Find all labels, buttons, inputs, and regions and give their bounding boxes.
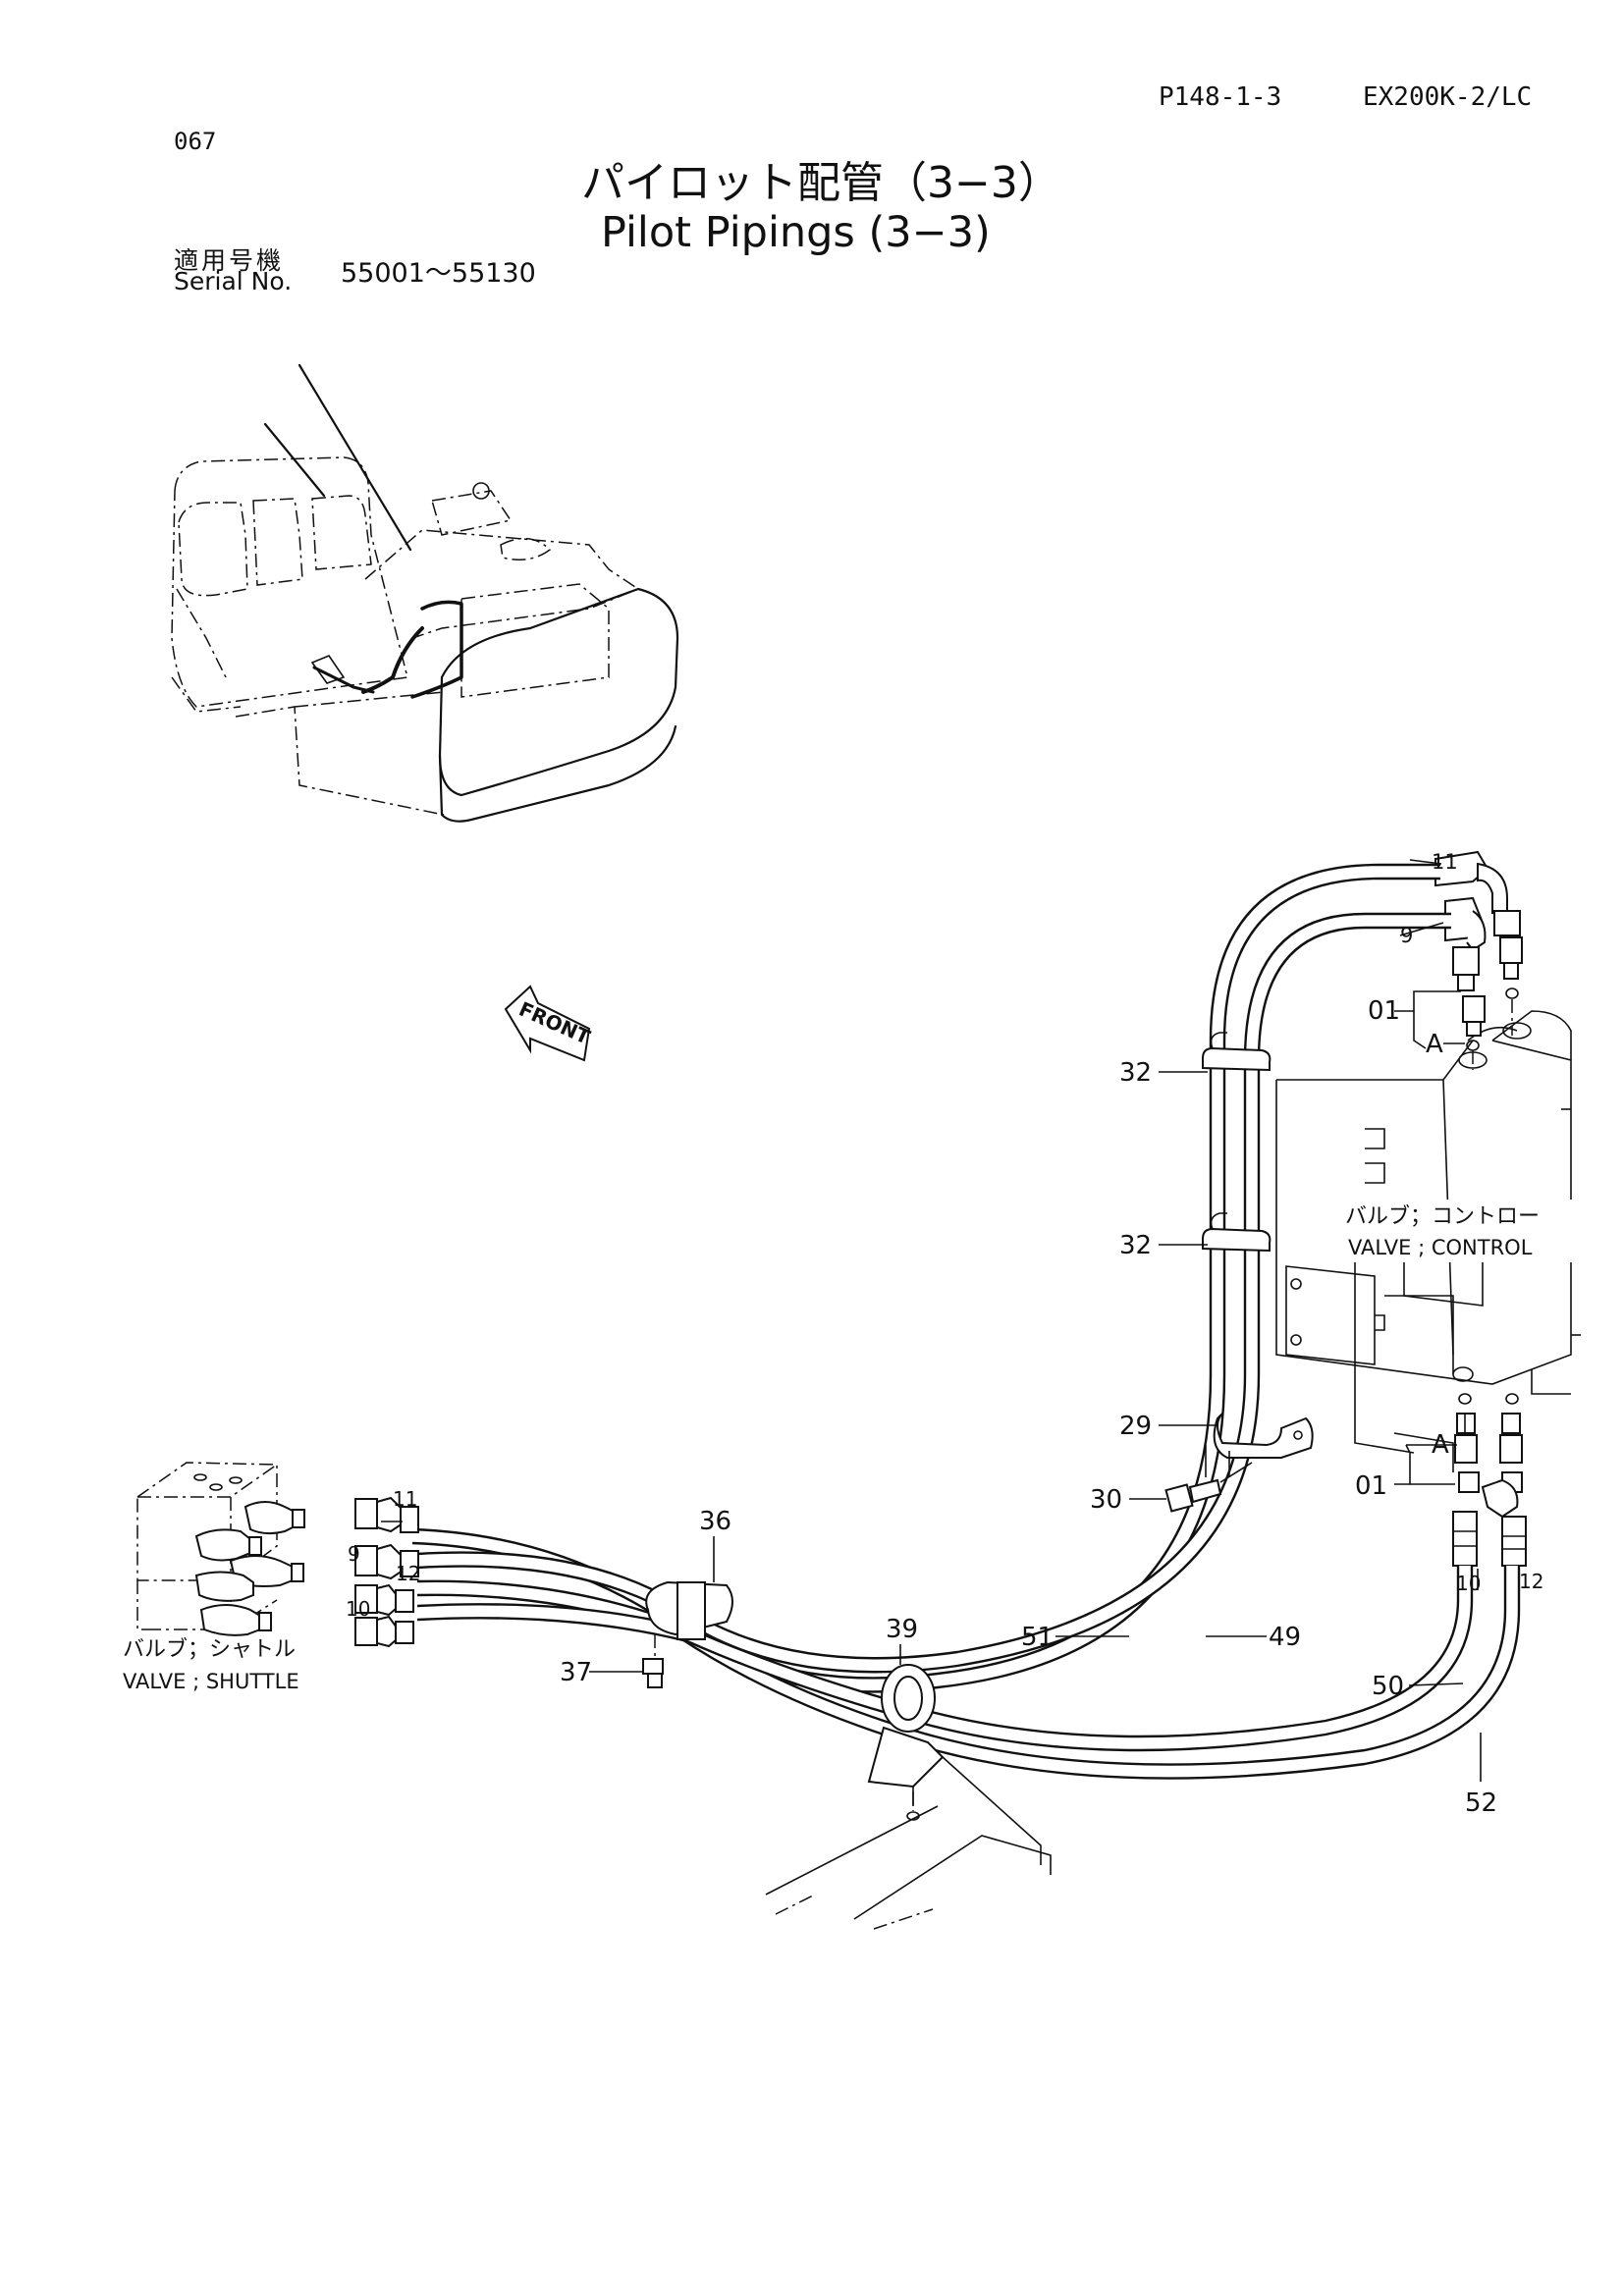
callout-49: 49 <box>1269 1623 1301 1652</box>
shuttle-valve-label-jp: バルブ；シャトル <box>123 1637 296 1662</box>
callout-10-right: 10 <box>1456 1572 1481 1595</box>
callout-11-top: 11 <box>1432 850 1458 874</box>
clamps <box>642 1032 1314 1821</box>
serial-range: 55001～55130 <box>341 258 536 289</box>
callout-37: 37 <box>560 1658 592 1687</box>
control-valve-block <box>1275 1010 1581 1472</box>
callout-32-lower: 32 <box>1119 1231 1152 1260</box>
callout-39: 39 <box>886 1615 918 1644</box>
control-valve-label-jp: バルブ；コントロー <box>1345 1204 1540 1229</box>
left-hose-fittings <box>354 1496 419 1648</box>
page-title-en: Pilot Pipings (3−3) <box>601 208 991 257</box>
section-number: 067 <box>174 128 217 155</box>
callout-10-left: 10 <box>346 1597 370 1621</box>
callout-a-bottom: A <box>1432 1430 1449 1460</box>
control-valve-label-en: VALVE ; CONTROL <box>1348 1236 1533 1259</box>
callout-29: 29 <box>1119 1412 1152 1441</box>
callout-52: 52 <box>1465 1789 1497 1818</box>
serial-label-jp: 適用号機 <box>174 246 285 275</box>
model-number: EX200K-2/LC <box>1363 82 1533 112</box>
support-plate <box>765 1756 1052 1930</box>
callout-a-top: A <box>1426 1030 1443 1059</box>
callout-12-right: 12 <box>1519 1570 1543 1593</box>
serial-label-en: Serial No. <box>174 267 293 295</box>
callout-9-left: 9 <box>348 1542 360 1566</box>
shuttle-valve-block <box>136 1462 305 1636</box>
callout-36: 36 <box>699 1507 731 1536</box>
page-title-jp: パイロット配管（3−3） <box>581 158 1061 208</box>
callout-30: 30 <box>1090 1485 1122 1515</box>
callout-12-left: 12 <box>396 1562 420 1585</box>
valve-labels: バルブ；コントロー VALVE ; CONTROL バルブ；シャトル VALVE… <box>123 1200 1579 1693</box>
lower-hose-fittings <box>1452 1393 1527 1567</box>
callout-11-left: 11 <box>393 1487 417 1511</box>
excavator-overview <box>171 363 679 823</box>
upper-hose-fittings <box>1434 850 1523 1070</box>
callout-01-top: 01 <box>1368 996 1400 1026</box>
shuttle-valve-label-en: VALVE ; SHUTTLE <box>123 1670 299 1693</box>
leader-lines <box>381 859 1482 1782</box>
callout-9-top: 9 <box>1400 924 1413 947</box>
hoses <box>411 863 1521 1780</box>
callout-32-upper: 32 <box>1119 1058 1152 1088</box>
page-reference: P148-1-3 <box>1159 82 1282 112</box>
callout-01-bottom: 01 <box>1355 1471 1387 1501</box>
front-direction-arrow: FRONT <box>504 985 594 1062</box>
callout-numbers: 11 9 01 A 32 32 29 30 A 01 10 12 36 11 9… <box>346 850 1543 1818</box>
callout-51: 51 <box>1021 1623 1054 1652</box>
callout-50: 50 <box>1372 1672 1404 1701</box>
